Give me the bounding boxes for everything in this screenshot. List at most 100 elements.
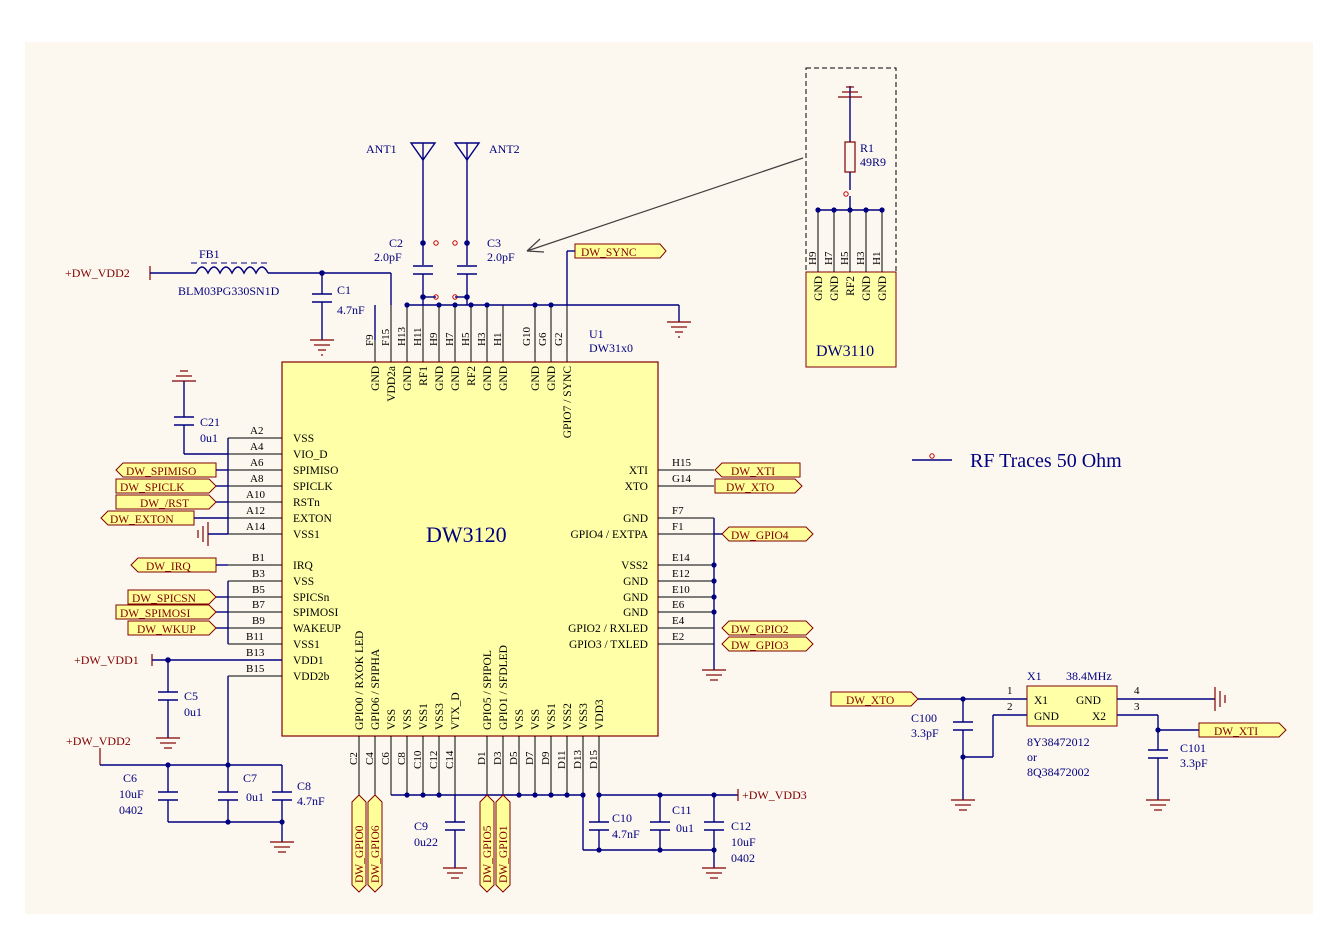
bottom-pin-name: GPIO5 / SPIPOL [482,650,494,730]
c3-value: 2.0pF [487,250,515,264]
top-pin-name: GPIO7 / SYNC [562,366,574,439]
ground-symbol [310,339,334,356]
bottom-pin-name: VSS1 [546,703,558,730]
top-pin-num: F15 [380,328,392,346]
fb1-ref: FB1 [199,247,220,261]
bottom-pin-num: C14 [444,750,456,769]
c6-ref: C6 [123,771,137,785]
bottom-pin-name: VSS [386,709,398,730]
top-pin-name: GND [482,366,494,391]
top-pin-name: VDD2a [386,366,398,402]
module-pin-name: RF2 [845,276,857,296]
c6-pkg: 0402 [119,803,143,817]
left-pin-num: A8 [250,473,264,485]
left-side-network: C21 0u1 +DW_VDD1 C5 0u1 +DW_VDD2 [66,370,325,853]
port-label: DW_XTI [731,466,775,478]
top-pin-num: G6 [537,332,549,346]
left-pin-num: B3 [252,568,265,580]
left-pin-num: B11 [246,631,264,643]
c12-value: 10uF [731,835,756,849]
right-pin-num: E2 [672,631,684,643]
bottom-pin-name: VSS [530,709,542,730]
top-pin-num: H9 [428,332,440,346]
left-pin-name: SPICSn [293,592,330,604]
dw-sync-port: DW_SYNC [566,243,667,305]
port-label: DW_EXTON [110,514,174,526]
port-label: DW_SPICSN [132,593,197,605]
port-label: DW_SPIMOSI [120,608,190,620]
ant2-label: ANT2 [489,142,520,156]
port-label: DW_GPIO5 [482,825,494,883]
left-pin-num: A2 [250,425,263,437]
right-pin-name: GND [623,592,648,604]
ground-symbol [702,867,726,879]
bottom-pin-num: D13 [572,750,584,769]
rf-trace-marker-icon [929,453,935,459]
ground-symbol [1214,687,1226,711]
c5-value: 0u1 [184,705,202,719]
left-pin-num: A4 [250,441,264,453]
module-pin-num: H9 [807,251,819,265]
left-pin-name: VSS1 [293,529,320,541]
c21-value: 0u1 [200,431,218,445]
chip-part: DW31x0 [589,341,633,355]
left-pin-name: VDD1 [293,655,324,667]
port-label: DW_WKUP [137,624,196,636]
crystal-pin-num: 2 [1007,701,1013,713]
module-pin-name: GND [861,276,873,301]
crystal-pin-num: 1 [1007,685,1013,697]
right-pin-num: F1 [672,521,684,533]
top-pins: F9 F15 H13 H11 H9 H7 H5 H3 H1 G10 G6 G2 … [364,305,574,438]
bottom-pin-num: C6 [380,752,392,765]
ground-symbol [1146,799,1170,811]
c12-pkg: 0402 [731,851,755,865]
port-label: DW_SPICLK [120,482,185,494]
right-pin-name: GPIO2 / RXLED [568,623,648,635]
crystal-pin: X2 [1092,711,1106,723]
left-pin-num: A6 [250,457,264,469]
r1-value: 49R9 [860,155,886,169]
top-pin-num: F9 [364,334,376,346]
left-pin-name: IRQ [293,560,314,572]
port-label: DW_GPIO3 [731,640,789,652]
right-side-network [702,518,726,681]
port-label: DW_GPIO2 [731,624,789,636]
module-pin-name: GND [877,276,889,301]
c7-value: 0u1 [246,790,264,804]
c6-value: 10uF [119,787,144,801]
right-pin-name: GPIO3 / TXLED [569,639,648,651]
bottom-pin-name: GPIO6 / SPIPHA [370,648,382,730]
top-pin-name: GND [498,366,510,391]
top-pin-num: H11 [412,327,424,346]
vdd2-filter: +DW_VDD2 FB1 BLM03PG330SN1D C1 4.7nF [65,247,392,356]
top-pin-name: GND [402,366,414,391]
bottom-network: C9 0u22 +DW_VDD3 C10 4.7nF C11 0u1 C12 1… [391,788,807,879]
c100-ref: C100 [911,711,937,725]
c9-ref: C9 [414,819,428,833]
top-pin-num: H3 [476,332,488,346]
vdd1-label: +DW_VDD1 [74,653,139,667]
right-pin-name: VSS2 [621,560,648,572]
left-pin-num: A10 [246,489,265,501]
crystal-pin-num: 4 [1134,685,1140,697]
right-pin-name: GND [623,513,648,525]
left-pin-num: A12 [246,505,265,517]
bottom-pin-num: D5 [508,751,520,765]
bottom-pin-num: D1 [476,752,488,765]
port-label: DW_SYNC [581,247,637,259]
right-pin-name: XTI [629,465,648,477]
port-label: DW_XTI [1214,726,1258,738]
top-pin-name: GND [546,366,558,391]
module-pin-num: H1 [871,252,883,265]
left-pin-num: B5 [252,584,265,596]
ant1-label: ANT1 [366,142,397,156]
port-label: DW_XTO [846,695,894,707]
crystal-part2: 8Q38472002 [1027,765,1090,779]
bottom-pin-name: VSS [514,709,526,730]
left-pin-name: VSS [293,576,314,588]
c11-ref: C11 [672,803,692,817]
top-pin-num: H7 [444,332,456,346]
chip-ref: U1 [589,327,604,341]
left-pin-num: B9 [252,615,265,627]
module-pin-name: GND [829,276,841,301]
